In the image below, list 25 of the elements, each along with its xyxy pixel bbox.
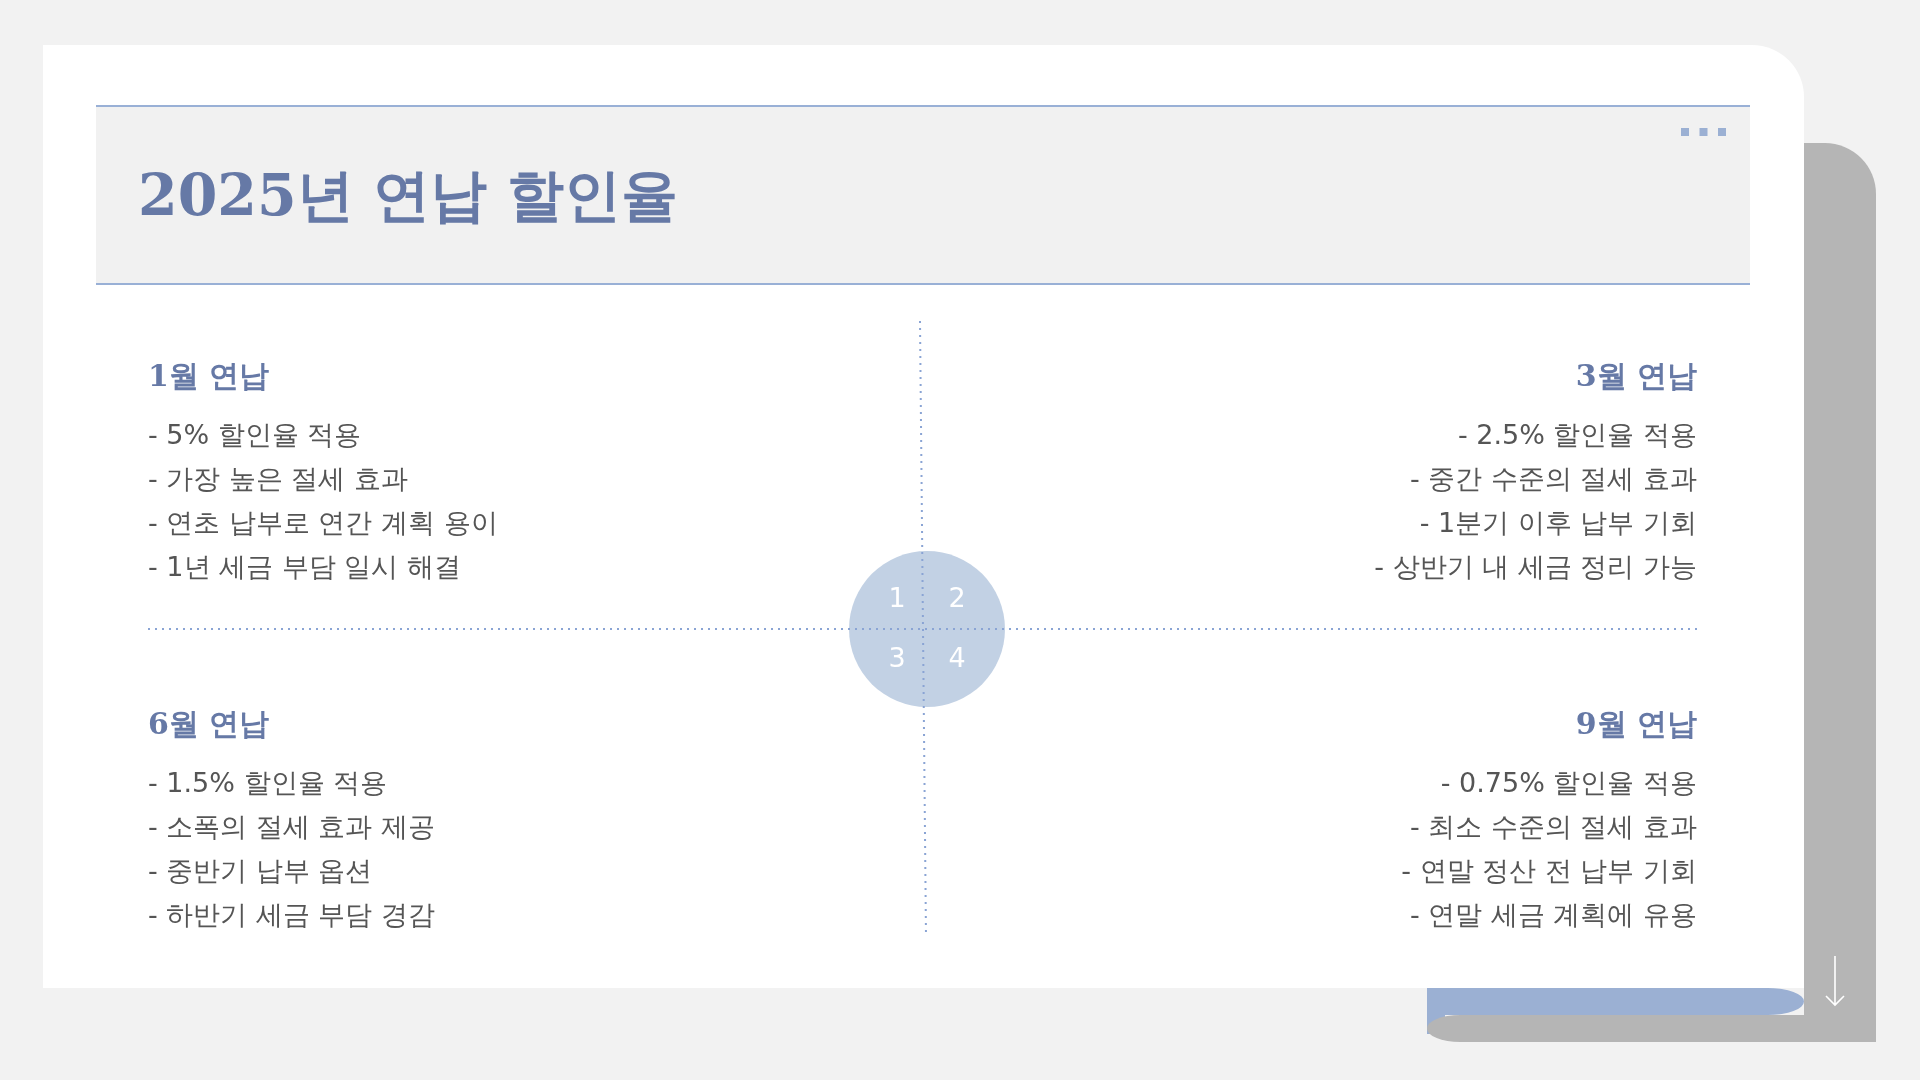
list-item: - 5% 할인율 적용 [148, 418, 362, 452]
list-item: - 중반기 납부 옵션 [148, 854, 373, 888]
section-heading: 6월 연납 [148, 706, 270, 742]
list-item: - 연말 정산 전 납부 기회 [1401, 854, 1697, 888]
list-item: - 1분기 이후 납부 기회 [1419, 506, 1697, 540]
section-heading: 1월 연납 [148, 358, 270, 394]
section-heading: 9월 연납 [1575, 706, 1697, 742]
list-item: - 최소 수준의 절세 효과 [1409, 810, 1697, 844]
number-label: 1 [888, 583, 906, 613]
list-item: - 0.75% 할인율 적용 [1440, 766, 1697, 800]
list-item: - 하반기 세금 부담 경감 [148, 898, 436, 932]
list-item: - 상반기 내 세금 정리 가능 [1374, 550, 1697, 584]
number-label: 4 [948, 643, 966, 673]
number-label: 3 [888, 643, 906, 673]
section-heading: 3월 연납 [1575, 358, 1697, 394]
list-item: - 가장 높은 절세 효과 [148, 462, 409, 496]
list-item: - 1.5% 할인율 적용 [148, 766, 388, 800]
list-item: - 연초 납부로 연간 계획 용이 [148, 506, 498, 540]
list-item: - 중간 수준의 절세 효과 [1409, 462, 1697, 496]
list-item: - 2.5% 할인율 적용 [1457, 418, 1697, 452]
number-label: 2 [948, 583, 966, 613]
list-item: - 연말 세금 계획에 유용 [1409, 898, 1697, 932]
list-item: - 소폭의 절세 효과 제공 [148, 810, 436, 844]
list-item: - 1년 세금 부담 일시 해결 [148, 550, 461, 584]
title: 2025년 연납 할인율 [138, 160, 679, 230]
